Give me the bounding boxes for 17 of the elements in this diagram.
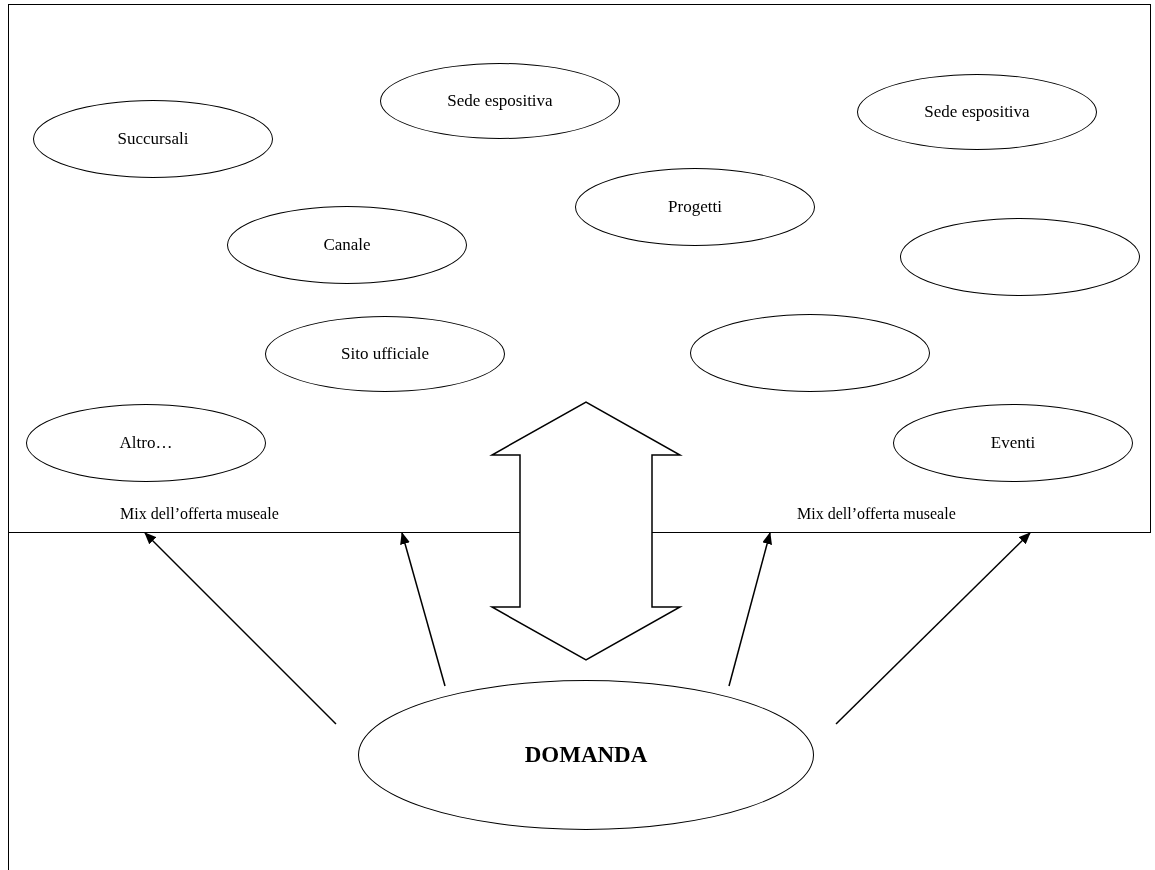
node-label: Sito ufficiale [340,343,430,365]
node-label: Sede espositiva [923,101,1031,123]
area-caption: Mix dell’offerta museale [797,504,956,524]
node-label: DOMANDA [523,740,649,769]
arrow [144,532,337,725]
node-label: Canale [322,234,372,256]
node-label: Eventi [989,432,1037,454]
node-label: Progetti [667,196,723,218]
node-label: Succursali [116,128,190,150]
arrow [728,532,772,687]
arrow [835,532,1031,725]
arrow [400,532,446,687]
offer-area-box [8,4,1151,533]
area-caption: Mix dell’offerta museale [120,504,279,524]
node-label: Sede espositiva [446,90,554,112]
node-label: Altro… [118,432,174,454]
double-block-arrow [489,401,683,661]
